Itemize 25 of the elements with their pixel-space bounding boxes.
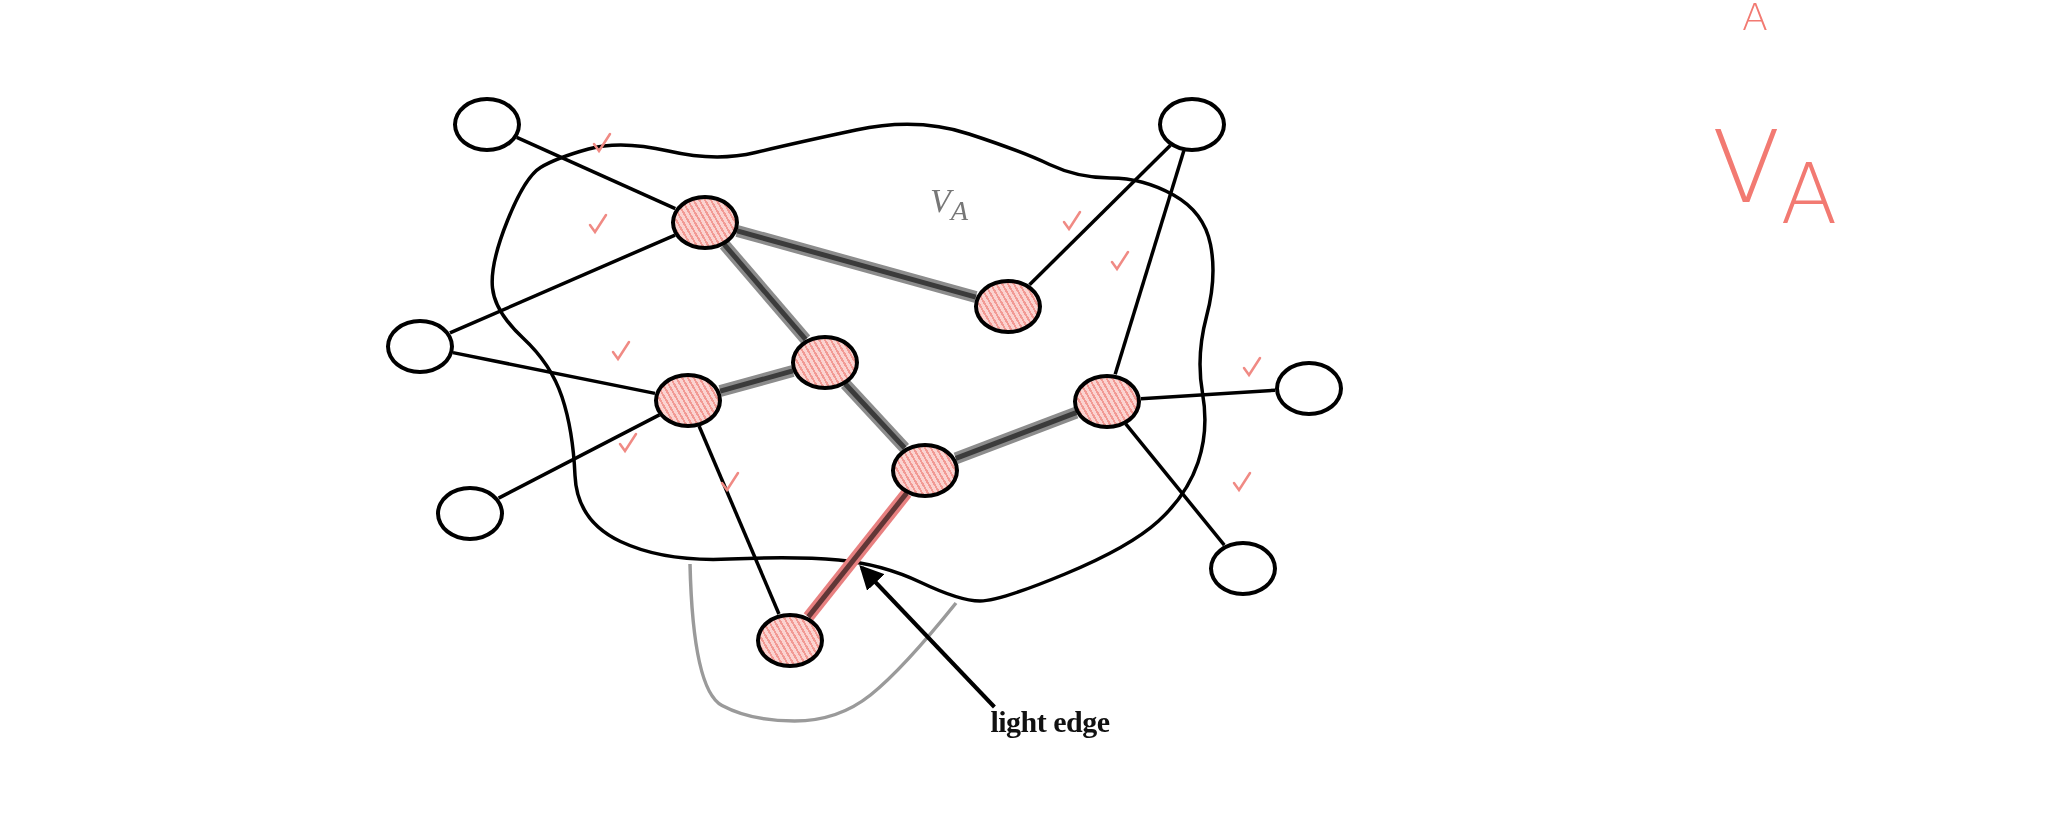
graph-edge: [697, 425, 781, 615]
shaded-vertex: [671, 194, 739, 250]
shaded-vertex: [974, 278, 1042, 334]
graph-edge: [1140, 388, 1276, 401]
highlighted-edge: [735, 225, 978, 303]
shaded-vertex: [891, 442, 959, 498]
highlighted-edge: [953, 407, 1079, 464]
graph-edge: [1124, 422, 1226, 547]
graph-edge: [1113, 150, 1186, 375]
handwritten-note: V$_{A}$: [1712, 118, 1838, 237]
graph-edge: [449, 233, 676, 335]
callout-text: light edge: [990, 705, 1110, 739]
highlighted-edge: [841, 379, 909, 453]
graph-edge: [516, 135, 676, 211]
shaded-vertex: [654, 372, 722, 428]
graph-edge: [452, 350, 656, 396]
leader-arrow: [859, 565, 996, 709]
handwritten-note: A: [1742, 0, 1768, 36]
highlighted-edge: [719, 240, 811, 344]
set-label: V$_{A}$: [930, 182, 969, 227]
highlighted-edge: [803, 489, 912, 621]
highlighted-edge: [718, 365, 795, 397]
graph-edge: [497, 413, 661, 500]
shaded-vertex: [791, 334, 859, 390]
graph-edge: [1028, 144, 1172, 286]
